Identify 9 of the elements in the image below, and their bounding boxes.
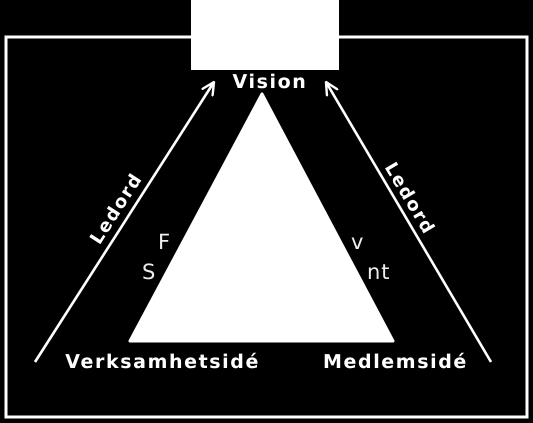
node-label: Medlemsidé — [323, 351, 491, 373]
arrow — [324, 80, 492, 363]
partial-text: F — [158, 232, 172, 253]
partial-text: nt — [367, 262, 391, 283]
partial-text: v — [351, 232, 364, 253]
arrow — [34, 80, 216, 363]
node-label: Vision — [214, 71, 326, 93]
partial-text: S — [142, 262, 156, 283]
node-label: Verksamhetsidé — [35, 351, 260, 373]
